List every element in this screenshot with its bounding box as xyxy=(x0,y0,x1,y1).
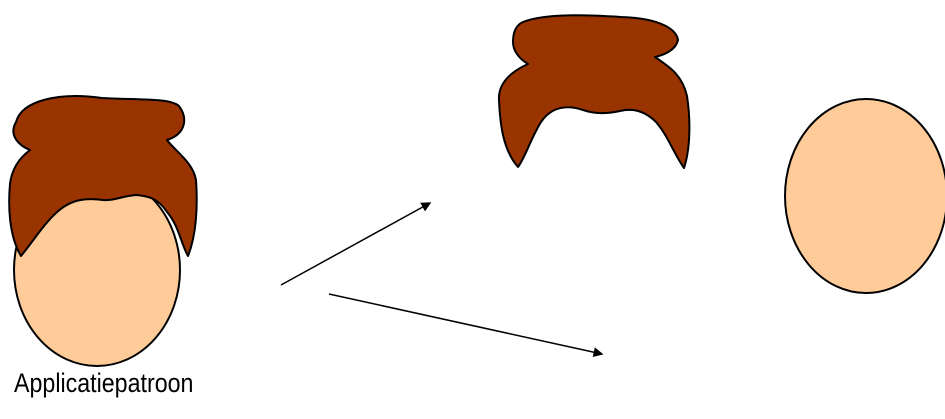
hair-piece xyxy=(499,15,689,168)
caption-label: Applicatiepatroon xyxy=(14,368,193,399)
arrow-to-hair xyxy=(281,203,430,285)
face-piece xyxy=(785,99,945,293)
arrow-to-face xyxy=(329,294,602,354)
combined-head xyxy=(9,96,197,366)
